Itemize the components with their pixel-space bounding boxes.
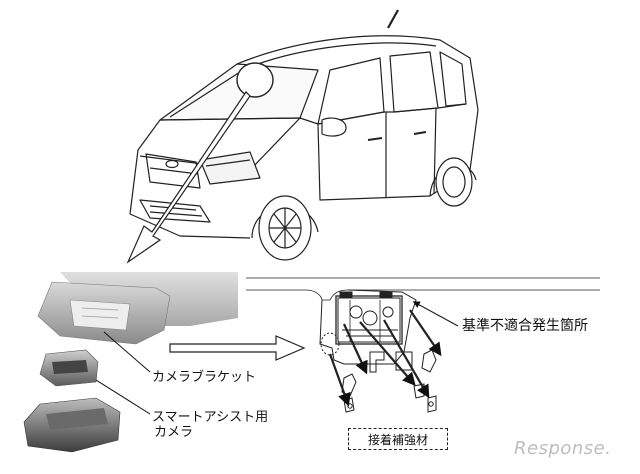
defect-location-label: 基準不適合発生箇所 <box>462 318 588 334</box>
parts-photo <box>23 272 238 453</box>
adhesive-reinforcement-label: 接着補強材 <box>348 428 448 450</box>
smart-assist-camera-label-line2: カメラ <box>154 424 194 440</box>
smart-assist-camera-label-line1: スマートアシスト用 <box>152 410 269 425</box>
smart-assist-camera-label: スマートアシスト用 カメラ <box>152 410 269 441</box>
camera-bracket-label: カメラブラケット <box>152 370 257 385</box>
callout-arrow-to-detail <box>126 91 251 264</box>
callout-arrow-to-bracket-detail <box>169 335 306 361</box>
car-illustration <box>129 9 479 261</box>
response-watermark-logo: Response. <box>514 438 612 459</box>
label-leaders <box>95 331 151 415</box>
bracket-detail-drawing <box>246 277 600 413</box>
